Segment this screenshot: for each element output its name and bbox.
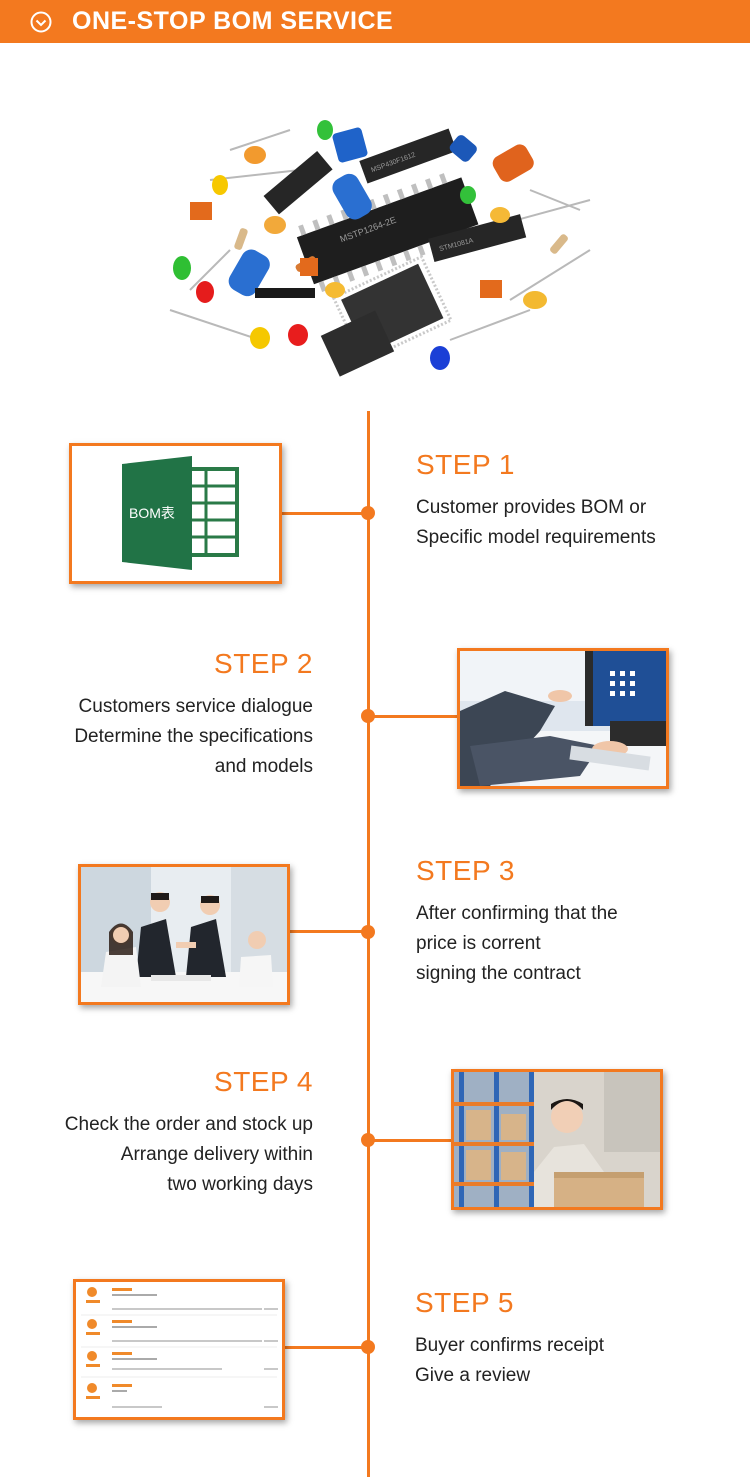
step1-connector bbox=[281, 512, 369, 515]
timeline-line bbox=[367, 411, 370, 1477]
step3-dot bbox=[361, 925, 375, 939]
step2-line: Customers service dialogue bbox=[78, 696, 313, 717]
warehouse-image bbox=[451, 1069, 663, 1210]
step1-line: Customer provides BOM or bbox=[416, 497, 647, 518]
step5-line: Buyer confirms receipt bbox=[415, 1335, 605, 1356]
step2-title: STEP 2 bbox=[214, 648, 313, 679]
step5-title: STEP 5 bbox=[415, 1287, 514, 1318]
step3-line: signing the contract bbox=[416, 963, 581, 984]
step2-dot bbox=[361, 709, 375, 723]
step4-title: STEP 4 bbox=[214, 1066, 313, 1097]
step5-line: Give a review bbox=[415, 1365, 531, 1386]
step3-description: After confirming that the price is corre… bbox=[416, 899, 618, 989]
step2-connector bbox=[369, 715, 459, 718]
step5-description: Buyer confirms receipt Give a review bbox=[415, 1331, 604, 1391]
step4-connector bbox=[369, 1139, 453, 1142]
step5-connector bbox=[283, 1346, 369, 1349]
step3-line: price is corrent bbox=[416, 933, 541, 954]
step1-line: Specific model requirements bbox=[416, 527, 656, 548]
bom-spreadsheet-image: BOM表 bbox=[69, 443, 282, 584]
bom-label: BOM表 bbox=[129, 505, 175, 521]
electronic-components-image: MSTP1264-2E MSP430F1612 STM1081A bbox=[150, 110, 610, 380]
step4-description: Check the order and stock up Arrange del… bbox=[13, 1110, 313, 1200]
step2-description: Customers service dialogue Determine the… bbox=[13, 692, 313, 782]
step4-dot bbox=[361, 1133, 375, 1147]
step2-line: Determine the specifications bbox=[74, 726, 313, 747]
step3-title: STEP 3 bbox=[416, 855, 515, 886]
business-meeting-image bbox=[78, 864, 290, 1005]
check-circle-icon bbox=[30, 11, 52, 32]
customer-service-image bbox=[457, 648, 669, 789]
step3-line: After confirming that the bbox=[416, 903, 618, 924]
step4-line: two working days bbox=[167, 1174, 313, 1195]
step1-dot bbox=[361, 506, 375, 520]
section-title: ONE-STOP BOM SERVICE bbox=[72, 7, 394, 35]
step1-description: Customer provides BOM or Specific model … bbox=[416, 493, 656, 553]
step1-title: STEP 1 bbox=[416, 449, 515, 480]
step3-connector bbox=[288, 930, 369, 933]
section-header: ONE-STOP BOM SERVICE bbox=[0, 0, 750, 43]
step4-line: Check the order and stock up bbox=[64, 1114, 313, 1135]
step4-line: Arrange delivery within bbox=[120, 1144, 313, 1165]
step5-dot bbox=[361, 1340, 375, 1354]
step2-line: and models bbox=[214, 756, 313, 777]
reviews-screenshot-image bbox=[73, 1279, 285, 1420]
